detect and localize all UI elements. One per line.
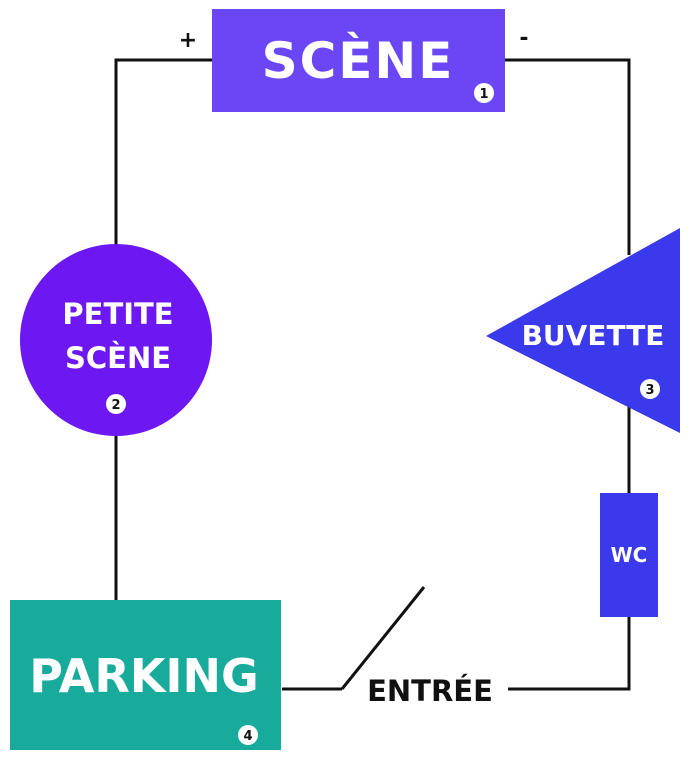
petite-scene-label-line2: SCÈNE bbox=[65, 341, 171, 375]
minus-marker: - bbox=[519, 26, 528, 51]
parking-node[interactable]: PARKING 4 bbox=[10, 600, 281, 750]
parking-label: PARKING bbox=[29, 649, 259, 703]
wc-box bbox=[600, 493, 658, 617]
wc-node[interactable]: WC bbox=[600, 493, 658, 617]
entrance-label: ENTRÉE bbox=[367, 674, 493, 708]
buvette-number-badge bbox=[640, 379, 660, 399]
entrance-switch-lever bbox=[340, 586, 426, 690]
scene-box bbox=[212, 9, 505, 112]
wire-scene-to-buvette bbox=[505, 58, 631, 255]
parking-number: 4 bbox=[243, 729, 252, 744]
parking-number-badge bbox=[238, 725, 258, 745]
buvette-number: 3 bbox=[645, 383, 654, 398]
petite-scene-circle bbox=[20, 244, 212, 436]
buvette-triangle bbox=[486, 228, 680, 433]
scene-number: 1 bbox=[479, 87, 488, 102]
wire-scene-to-petite-scene bbox=[114, 58, 212, 245]
buvette-label: BUVETTE bbox=[522, 319, 665, 352]
wire-wc-to-entrance bbox=[508, 617, 631, 691]
parking-box bbox=[10, 600, 281, 750]
petite-scene-node[interactable]: PETITE SCÈNE 2 bbox=[20, 244, 212, 436]
wires bbox=[114, 58, 631, 691]
plus-marker: + bbox=[179, 28, 197, 53]
scene-number-badge bbox=[474, 83, 494, 103]
buvette-node[interactable]: BUVETTE 3 bbox=[486, 228, 680, 433]
scene-label: SCÈNE bbox=[262, 31, 455, 90]
wc-label: WC bbox=[611, 543, 648, 567]
scene-node[interactable]: SCÈNE 1 bbox=[212, 9, 505, 112]
petite-scene-number-badge bbox=[106, 394, 126, 414]
petite-scene-label-line1: PETITE bbox=[62, 297, 173, 331]
petite-scene-number: 2 bbox=[111, 398, 120, 413]
